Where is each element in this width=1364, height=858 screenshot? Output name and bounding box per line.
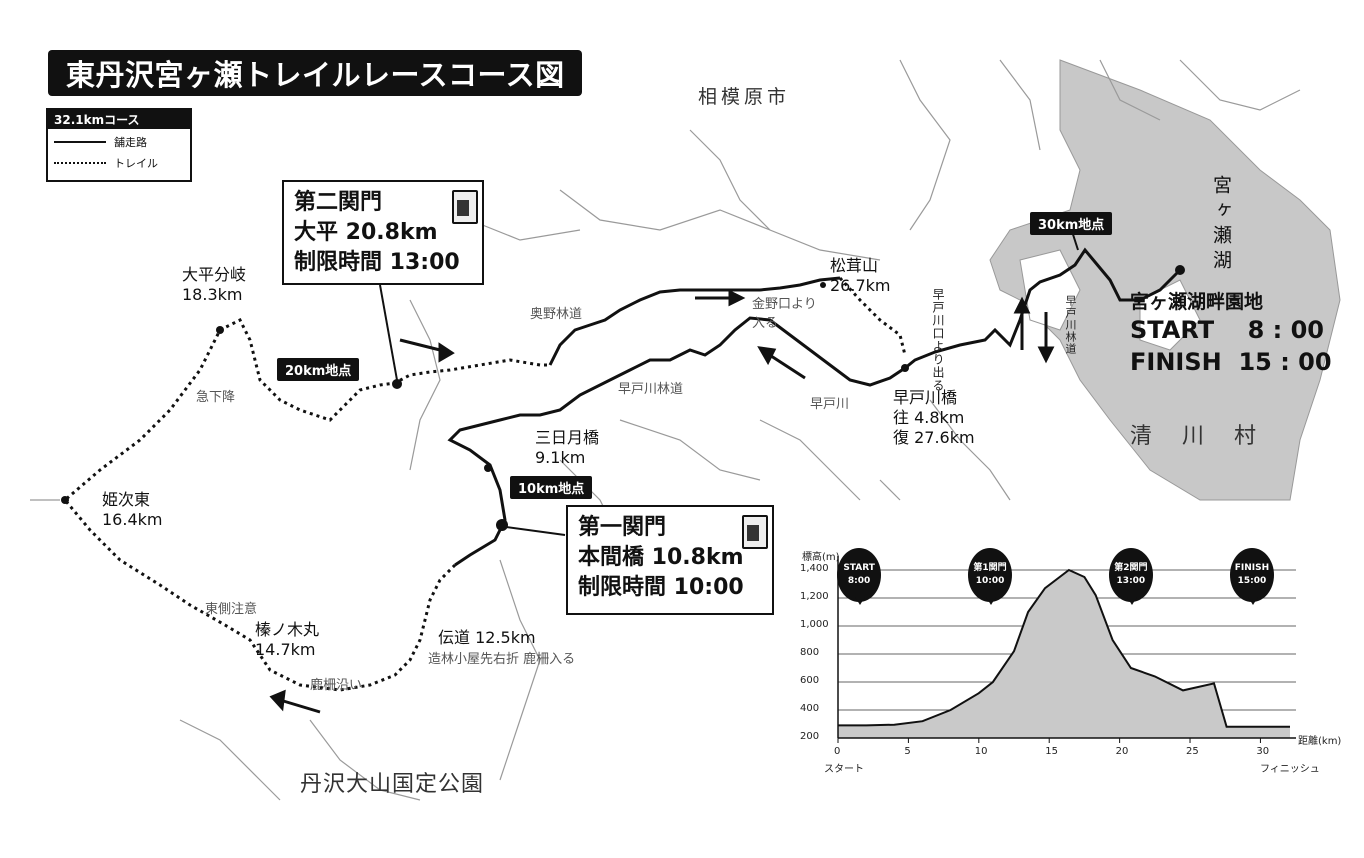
gate1-line2: 本間橋 10.8km [578, 545, 744, 570]
gate1-box: 第一関門 本間橋 10.8km 制限時間 10:00 [566, 505, 774, 615]
trail-route-east [838, 276, 907, 356]
gate2-line1: 第二関門 [294, 190, 383, 215]
lake-inlet-2 [1139, 279, 1201, 351]
x-tick-label: 20 [1115, 746, 1129, 757]
marker-20km: 20km地点 [277, 358, 360, 381]
label-mikazuki-km: 9.1km [535, 448, 586, 467]
gate2-line3: 制限時間 13:00 [294, 250, 460, 275]
finish-row: FINISH 15 : 00 [1130, 348, 1332, 376]
city-sagamihara: 相模原市 [698, 86, 791, 108]
x-tick-label: 15 [1045, 746, 1058, 757]
elevation-area [838, 570, 1290, 738]
y-tick-label: 800 [800, 647, 820, 658]
start-row: START 8 : 00 [1130, 316, 1324, 344]
label-matsutake: 松茸山 [830, 256, 879, 275]
gate1-line3: 制限時間 10:00 [578, 575, 744, 600]
gate1-line1: 第一関門 [578, 515, 667, 540]
label-himetsugi-km: 16.4km [102, 510, 163, 529]
label-ohira-bunki-km: 18.3km [182, 285, 243, 304]
label-dendo-note: 造林小屋先右折 鹿柵入る [428, 652, 576, 667]
map-title: 東丹沢宮ヶ瀬トレイルレースコース図 [48, 50, 582, 96]
legend-head: 32.1kmコース [48, 110, 190, 129]
paved-route-upper [548, 276, 841, 366]
y-tick-label: 200 [800, 731, 820, 742]
park-name: 丹沢大山国定公園 [300, 772, 485, 797]
label-kanenodake: 金野口より入る [752, 297, 817, 331]
y-tick-label: 1,400 [800, 563, 829, 574]
label-hayato-rindo: 早戸川林道 [618, 382, 684, 397]
label-himetsugi: 姫次東 [102, 490, 151, 509]
label-okuno: 奥野林道 [530, 307, 583, 322]
y-axis-label: 標高(m) [802, 552, 840, 563]
gate1-leader [505, 526, 566, 536]
x-tick-label: 5 [904, 746, 911, 757]
y-tick-label: 1,200 [800, 591, 829, 602]
gate2-box: 第二関門 大平 20.8km 制限時間 13:00 [282, 180, 484, 285]
label-kyukako: 急下降 [196, 390, 236, 405]
label-rokusaku: 鹿柵沿い [310, 678, 363, 693]
marker-10km: 10km地点 [510, 476, 593, 499]
city-kiyokawa: 清 川 村 [1130, 424, 1261, 449]
course-nodes [61, 265, 1185, 531]
legend-paved: 舗走路 [54, 134, 184, 150]
label-haruki-km: 14.7km [255, 640, 316, 659]
label-toyanochui: 東側注意 [205, 602, 258, 617]
y-tick-label: 600 [800, 675, 820, 686]
label-hayatogawa-back: 復 27.6km [893, 428, 975, 447]
marker-30km: 30km地点 [1030, 212, 1113, 235]
label-mikazuki: 三日月橋 [535, 428, 600, 447]
label-hayatogawa-guchi: 早戸川口より出る [931, 288, 945, 392]
gate2-line2: 大平 20.8km [294, 220, 438, 245]
x-axis-label: 距離(km) [1298, 736, 1342, 747]
start-finish-times: 宮ヶ瀬湖畔園地 START 8 : 00 FINISH 15 : 00 [1130, 287, 1332, 378]
paved-route [447, 247, 1182, 567]
legend: 32.1kmコース 舗走路 トレイル [46, 108, 192, 182]
x-start-label: スタート [824, 764, 864, 775]
gate2-leader [379, 284, 398, 381]
y-tick-label: 1,000 [800, 619, 829, 630]
label-haruki: 榛ノ木丸 [255, 620, 320, 639]
label-dendo: 伝道 12.5km [438, 628, 536, 647]
y-tick-label: 400 [800, 703, 820, 714]
label-matsutake-km: 26.7km [830, 276, 891, 295]
label-hayato-rin: 早戸川林道 [1064, 295, 1077, 355]
x-tick-label: 25 [1186, 746, 1199, 757]
cup-icon [742, 515, 768, 549]
cup-icon [452, 190, 478, 224]
x-tick-label: 30 [1256, 746, 1270, 757]
label-ohira-bunki: 大平分岐 [182, 265, 247, 284]
x-tick-label: 10 [974, 746, 988, 757]
direction-arrows [269, 289, 1055, 714]
label-hayatogawa: 早戸川 [810, 397, 850, 412]
x-tick-label: 0 [834, 746, 841, 757]
x-finish-label: フィニッシュ [1260, 764, 1320, 775]
label-miyagase-park: 宮ヶ瀬湖畔園地 [1130, 291, 1264, 313]
trail-route [62, 317, 550, 692]
label-hayatogawa-out: 往 4.8km [893, 408, 965, 427]
label-hayatogawa-bridge: 早戸川橋 [893, 388, 958, 407]
elevation-line [838, 568, 1290, 728]
legend-trail: トレイル [54, 155, 184, 171]
lake-name: 宮ヶ瀬湖 [1210, 175, 1232, 275]
